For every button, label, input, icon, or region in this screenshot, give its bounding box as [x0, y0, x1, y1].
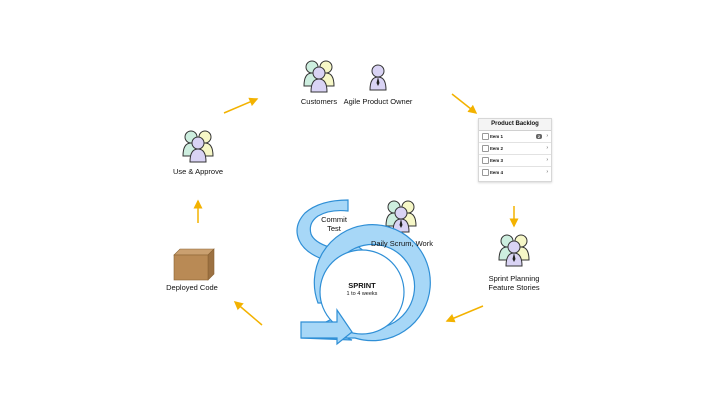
deployed-code-label: Deployed Code: [166, 283, 218, 292]
arrow-planning-to-sprint: [445, 305, 484, 323]
backlog-item[interactable]: Item 3 ›: [479, 155, 551, 167]
product-backlog-title: Product Backlog: [479, 119, 551, 131]
checkbox-icon[interactable]: [482, 169, 489, 176]
product-owner-icon: [369, 64, 387, 91]
customers-icon: [304, 61, 334, 92]
use-approve-icon: [183, 131, 213, 162]
sprint-loop-inner: [319, 249, 405, 335]
sprint-planning-team-icon: [498, 234, 530, 267]
sprint-loop-arrowhead-icon: [300, 308, 353, 346]
backlog-item[interactable]: Item 4 ›: [479, 167, 551, 178]
sprint-loop-icon: [300, 224, 431, 342]
chevron-right-icon: ›: [546, 157, 548, 163]
backlog-item-label: Item 1: [490, 134, 504, 139]
sprint-planning-label-1: Sprint Planning: [488, 274, 540, 283]
deployed-code-box-icon: [173, 248, 215, 281]
use-approve-label: Use & Approve: [172, 167, 224, 176]
checkbox-icon[interactable]: [482, 145, 489, 152]
chevron-right-icon: ›: [546, 145, 548, 151]
sprint-planning-label-2: Feature Stories: [488, 283, 540, 292]
product-owner-label: Agile Product Owner: [343, 97, 413, 106]
sprint-title: SPRINT: [348, 281, 376, 290]
arrow-sprint-to-deployed: [233, 301, 263, 326]
backlog-item-label: Item 3: [490, 158, 504, 163]
test-label: Test: [327, 224, 341, 233]
sprint-subtitle: 1 to 4 weeks: [346, 291, 378, 297]
chevron-right-icon: ›: [546, 169, 548, 175]
arrow-customers-to-backlog: [451, 93, 478, 114]
commit-label: Commit: [321, 215, 347, 224]
chevron-right-icon: ›: [546, 133, 548, 139]
customers-label: Customers: [300, 97, 338, 106]
backlog-item[interactable]: Item 2 ›: [479, 143, 551, 155]
checkbox-icon[interactable]: [482, 157, 489, 164]
checkbox-icon[interactable]: [482, 133, 489, 140]
arrow-use-to-customers: [223, 97, 259, 114]
backlog-item-label: Item 2: [490, 146, 504, 151]
product-backlog-card: Product Backlog Item 1 2 › Item 2 › Item…: [478, 118, 552, 182]
backlog-item-label: Item 4: [490, 170, 504, 175]
daily-scrum-label: Daily Scrum, Work: [371, 239, 433, 248]
backlog-item[interactable]: Item 1 2 ›: [479, 131, 551, 143]
count-badge: 2: [536, 133, 542, 139]
